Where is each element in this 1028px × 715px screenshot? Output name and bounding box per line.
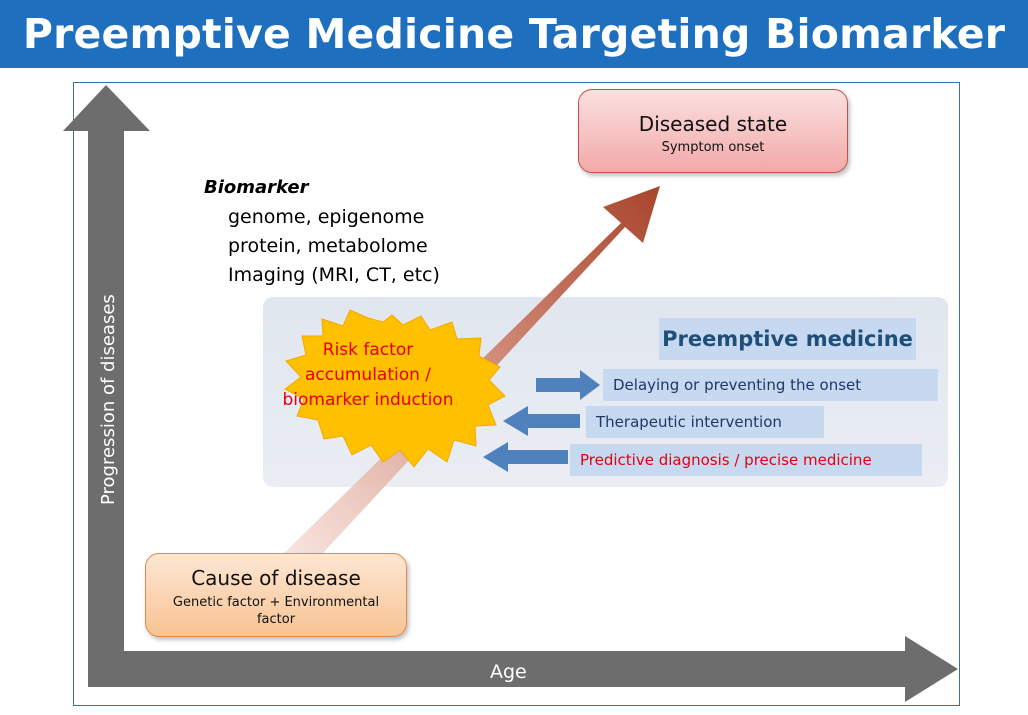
preemptive-item-delaying: Delaying or preventing the onset xyxy=(603,369,938,401)
preemptive-item-therapeutic: Therapeutic intervention xyxy=(586,406,824,438)
biomarker-line: Imaging (MRI, CT, etc) xyxy=(228,264,440,286)
cause-title: Cause of disease xyxy=(191,566,361,590)
diseased-state-subtitle: Symptom onset xyxy=(661,140,765,155)
arrow-left-icon xyxy=(483,442,568,472)
preemptive-item-predictive: Predictive diagnosis / precise medicine xyxy=(570,444,922,476)
cause-of-disease-box: Cause of disease Genetic factor + Enviro… xyxy=(145,553,407,637)
preemptive-medicine-title: Preemptive medicine xyxy=(659,318,916,360)
y-axis-label: Progression of diseases xyxy=(98,294,119,505)
biomarker-line: protein, metabolome xyxy=(228,235,428,257)
risk-starburst xyxy=(284,309,506,468)
x-axis-label: Age xyxy=(490,661,527,683)
title-bar: Preemptive Medicine Targeting Biomarker xyxy=(0,0,1028,68)
biomarker-title: Biomarker xyxy=(204,177,309,198)
biomarker-line: genome, epigenome xyxy=(228,206,425,228)
diseased-state-title: Diseased state xyxy=(638,112,788,136)
page-title: Preemptive Medicine Targeting Biomarker xyxy=(22,10,1006,58)
arrow-left-icon xyxy=(503,406,580,436)
cause-subtitle: Genetic factor + Environmental factor xyxy=(172,595,380,627)
arrow-right-icon xyxy=(536,370,600,400)
diseased-state-box: Diseased state Symptom onset xyxy=(578,89,848,173)
risk-factor-text: Risk factor accumulation / biomarker ind… xyxy=(282,340,454,410)
